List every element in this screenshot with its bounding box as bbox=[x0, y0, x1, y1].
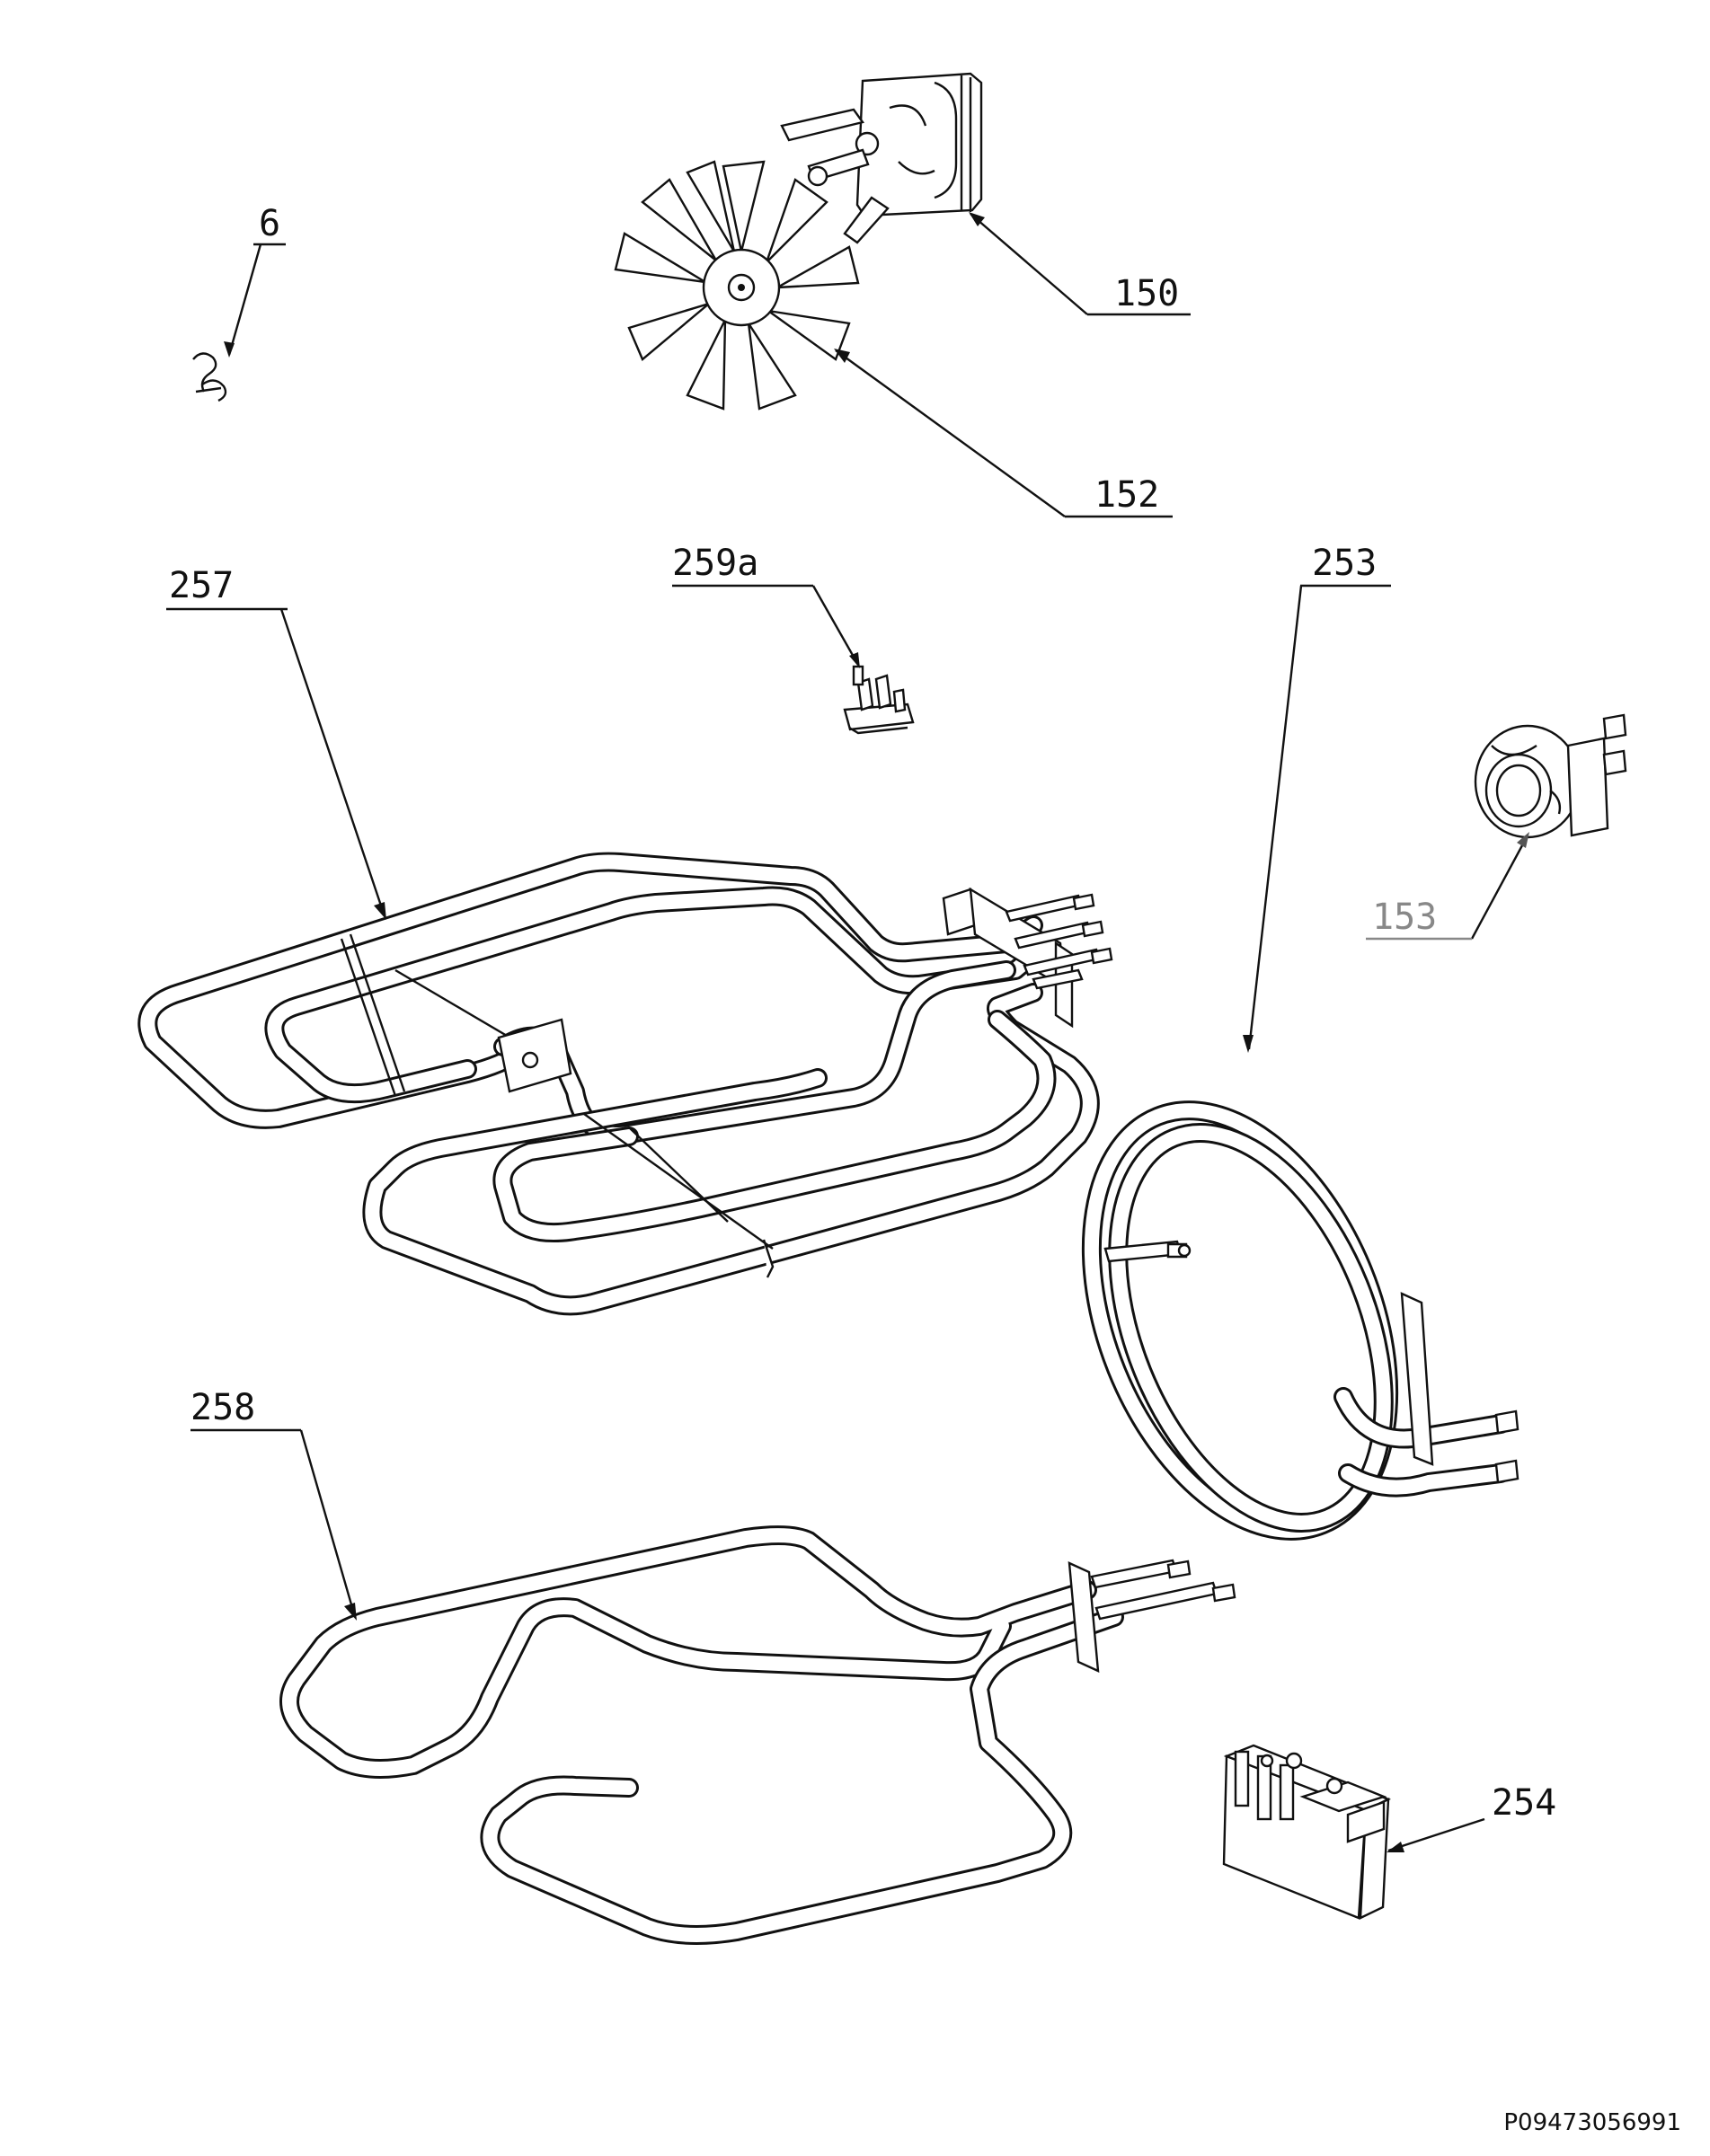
callout-label-254: 254 bbox=[1492, 1782, 1556, 1824]
callout-label-257: 257 bbox=[169, 565, 234, 606]
callout-152: 152 bbox=[834, 349, 1173, 518]
callout-label-253: 253 bbox=[1312, 543, 1377, 584]
callout-label-153: 153 bbox=[1372, 897, 1437, 938]
callout-258: 258 bbox=[190, 1387, 357, 1621]
callout-257: 257 bbox=[166, 565, 386, 920]
part-153-oven-lamp[interactable] bbox=[1474, 713, 1627, 839]
callout-153: 153 bbox=[1366, 832, 1529, 941]
callout-label-259a: 259a bbox=[672, 543, 758, 584]
callout-label-150: 150 bbox=[1114, 273, 1179, 314]
part-254-terminal-block[interactable] bbox=[1222, 1744, 1391, 1920]
part-258-bottom-heating-element[interactable] bbox=[279, 1525, 1236, 1945]
part-6-clip[interactable] bbox=[192, 352, 227, 402]
document-id: P09473056991 bbox=[1503, 2109, 1681, 2136]
callout-label-6: 6 bbox=[259, 203, 280, 244]
callout-label-152: 152 bbox=[1094, 474, 1159, 516]
part-150-fan-motor[interactable] bbox=[780, 72, 983, 244]
callout-259a: 259a bbox=[672, 543, 860, 668]
part-253-circular-heating-element[interactable] bbox=[1034, 1066, 1520, 1574]
part-152-fan-blade[interactable] bbox=[614, 160, 860, 411]
part-259a-thermostat[interactable] bbox=[843, 665, 915, 735]
callout-6: 6 bbox=[224, 203, 286, 358]
part-257-top-heating-element[interactable] bbox=[137, 852, 1113, 1316]
callout-253: 253 bbox=[1243, 543, 1391, 1053]
callout-150: 150 bbox=[969, 212, 1191, 316]
callout-254: 254 bbox=[1387, 1782, 1556, 1852]
callout-label-258: 258 bbox=[190, 1387, 255, 1428]
